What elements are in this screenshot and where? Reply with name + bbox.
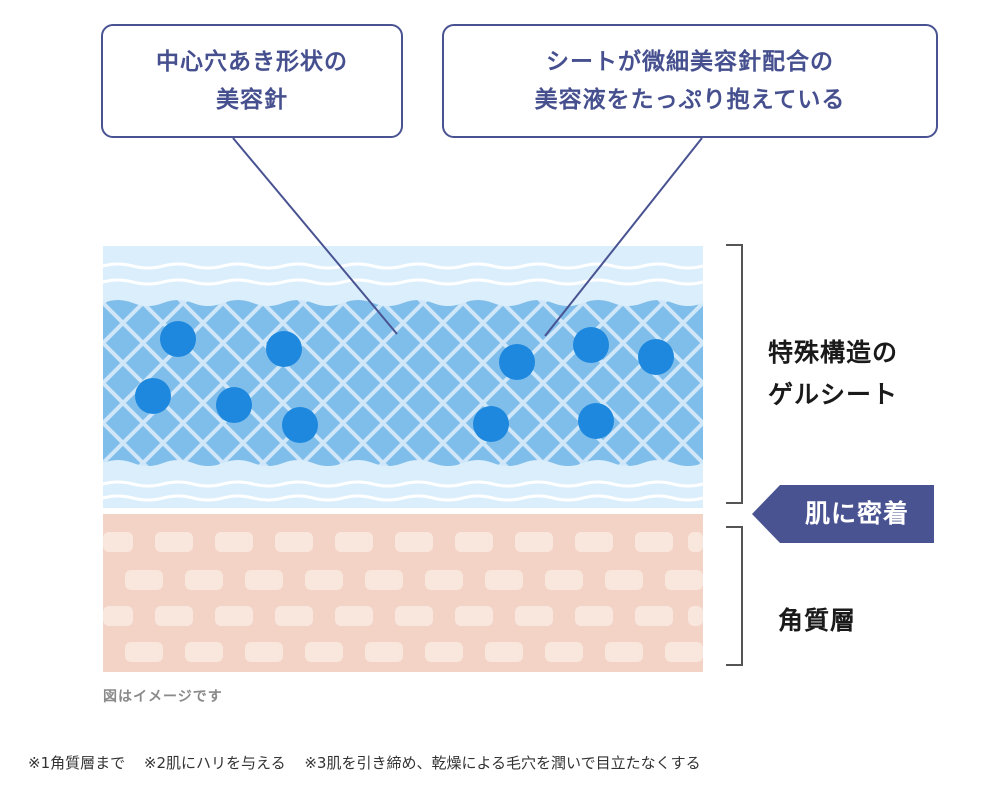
- callout-line: 美容液をたっぷり抱えている: [534, 87, 846, 113]
- callout-line: 美容針: [216, 87, 288, 113]
- footnotes: ※1角質層まで ※2肌にハリを与える ※3肌を引き締め、乾燥による毛穴を潤いで目…: [28, 752, 715, 773]
- needle-dot: [573, 327, 609, 363]
- image-note: 図はイメージです: [103, 689, 223, 705]
- needle-dot: [638, 339, 674, 375]
- gel-wave-lines-bottom: [102, 480, 704, 502]
- needle-dot: [266, 331, 302, 367]
- callout-serum-sheet: シートが微細美容針配合の 美容液をたっぷり抱えている: [442, 24, 938, 138]
- footnote: ※3肌を引き締め、乾燥による毛穴を潤いで目立たなくする: [304, 754, 701, 772]
- needle-dot: [135, 378, 171, 414]
- needle-dot: [216, 387, 252, 423]
- needle-dot: [160, 321, 196, 357]
- skin-cells: [103, 532, 703, 662]
- footnote: ※1角質層まで: [28, 754, 126, 772]
- bracket-stratum: [726, 526, 743, 666]
- gel-wave-lines-top: [102, 262, 704, 286]
- bracket-gel-sheet: [726, 244, 743, 504]
- needle-dot: [578, 403, 614, 439]
- stratum-corneum-label: 角質層: [778, 606, 857, 635]
- adhesion-label: 肌に密着: [804, 499, 909, 528]
- adhesion-tag: 肌に密着: [752, 485, 934, 543]
- callout-leader-2: [544, 137, 703, 337]
- microneedle-dots: [135, 321, 674, 443]
- needle-dot: [282, 407, 318, 443]
- gel-sheet-label: 特殊構造の ゲルシート: [768, 338, 899, 409]
- callout-line: シートが微細美容針配合の: [546, 49, 834, 75]
- callout-leader-1: [232, 137, 398, 335]
- needle-dot: [473, 406, 509, 442]
- footnote: ※2肌にハリを与える: [143, 754, 286, 772]
- gel-lattice: [103, 300, 703, 466]
- callout-line: 中心穴あき形状の: [156, 49, 348, 75]
- callout-hollow-needle: 中心穴あき形状の 美容針: [101, 24, 403, 138]
- needle-dot: [499, 344, 535, 380]
